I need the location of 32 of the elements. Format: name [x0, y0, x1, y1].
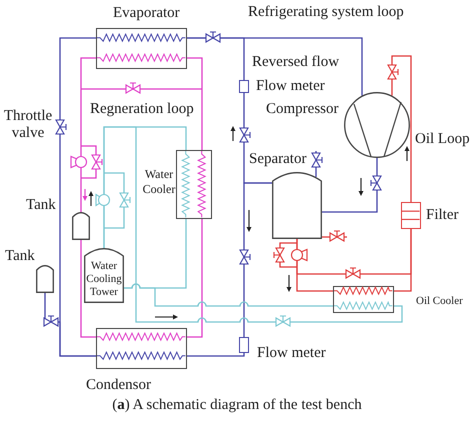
pipe: [80, 240, 96, 338]
cooling-tower-symbol: [84, 248, 124, 303]
pipe: [187, 37, 245, 80]
pipe: [296, 229, 412, 275]
valve-label: Throttle valve: [2, 108, 54, 142]
loop-label: Regneration loop: [90, 101, 194, 118]
component-label: Oil Cooler: [416, 295, 463, 308]
component-label: Tank: [26, 197, 56, 214]
component-label: Evaporator: [113, 5, 180, 22]
loop-label: Refrigerating system loop: [248, 4, 404, 21]
component-label: Condensor: [86, 377, 151, 394]
loop-label: Oil Loop: [415, 131, 470, 148]
pipe: [391, 55, 412, 202]
figure-caption: (a) A schematic diagram of the test bench: [112, 396, 362, 414]
pipe: [322, 158, 378, 213]
pipe: [80, 57, 96, 212]
component-label: Compressor: [266, 101, 338, 118]
pipe: [44, 293, 96, 357]
component-label: Separator: [249, 151, 306, 168]
pipe: [243, 182, 272, 337]
pipe: [187, 353, 245, 357]
pipe: [124, 283, 333, 307]
pipe: [187, 57, 203, 150]
component-label: Filter: [426, 207, 458, 224]
annotation-label: Reversed flow: [252, 54, 340, 71]
component-label: Tank: [5, 248, 35, 265]
component-label: Flow meter: [256, 78, 325, 95]
component-label: Flow meter: [257, 345, 326, 362]
pipe: [103, 126, 403, 323]
pipe: [187, 219, 203, 338]
component-label: Water Cooling Tower: [85, 260, 123, 299]
component-label: Water Cooler: [142, 167, 176, 197]
